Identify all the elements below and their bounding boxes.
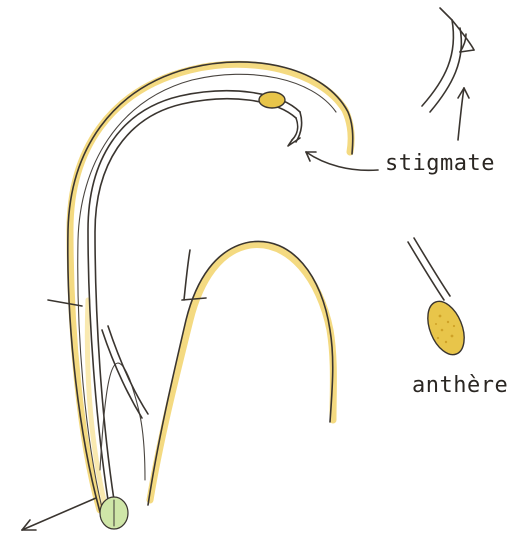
corolla-outline xyxy=(68,62,353,512)
stigma-detail-arrow xyxy=(458,88,469,140)
stigma-detail xyxy=(422,8,474,112)
anther-label: anthère xyxy=(412,373,508,398)
inner-anther xyxy=(259,92,285,108)
stigma-pointer-arrow xyxy=(306,152,378,170)
stigma-label: stigmate xyxy=(385,151,495,176)
anther-detail xyxy=(408,238,471,360)
base-arrow xyxy=(22,498,96,530)
corolla-yellow-wash xyxy=(70,64,351,510)
ovary xyxy=(100,497,128,529)
